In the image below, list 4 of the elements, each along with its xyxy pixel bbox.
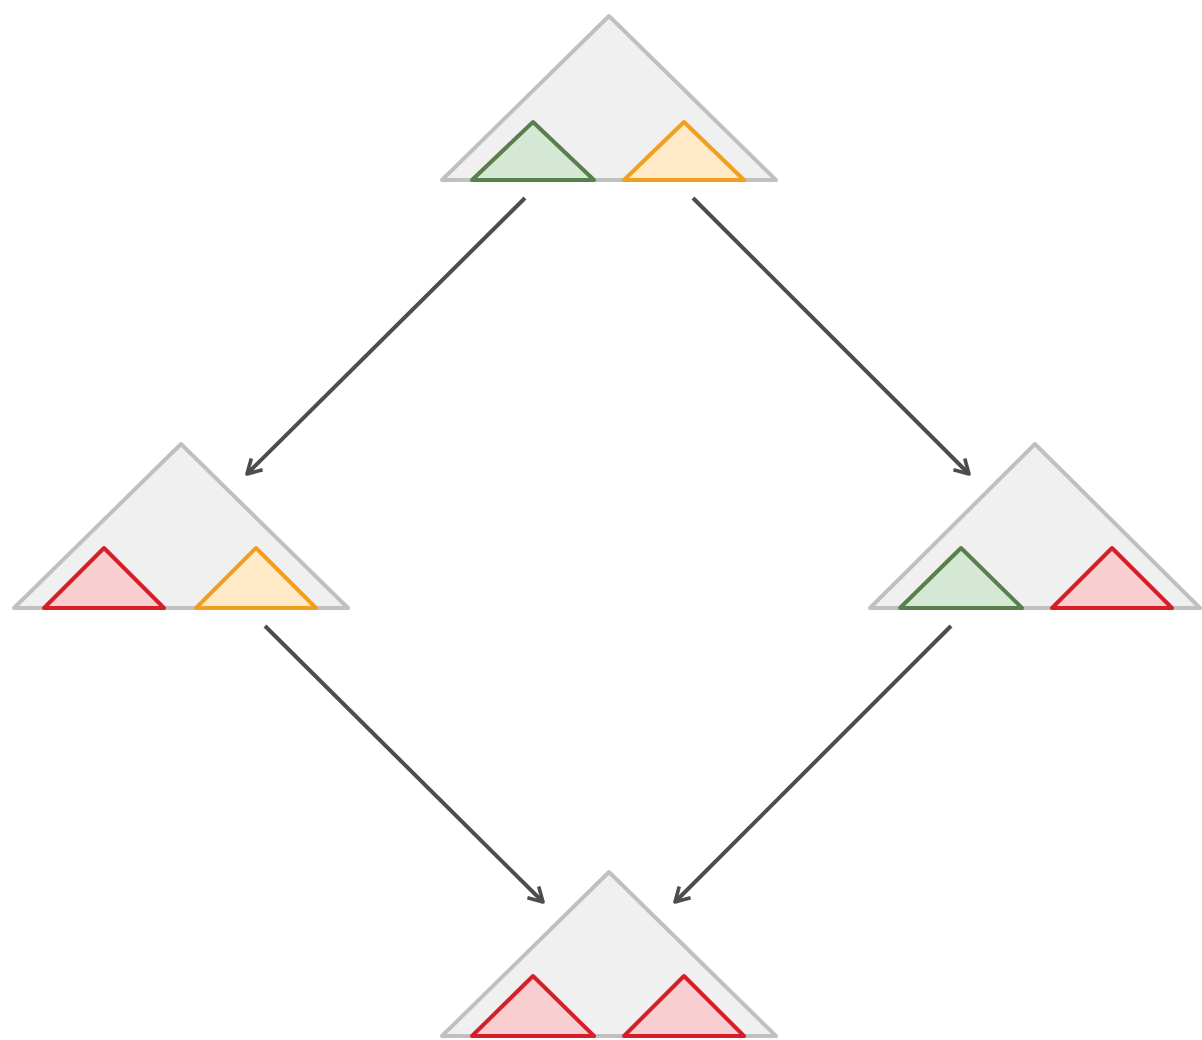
arrow [673,624,953,904]
arrow [263,624,545,904]
arrow [691,196,971,476]
arrow [245,196,527,476]
